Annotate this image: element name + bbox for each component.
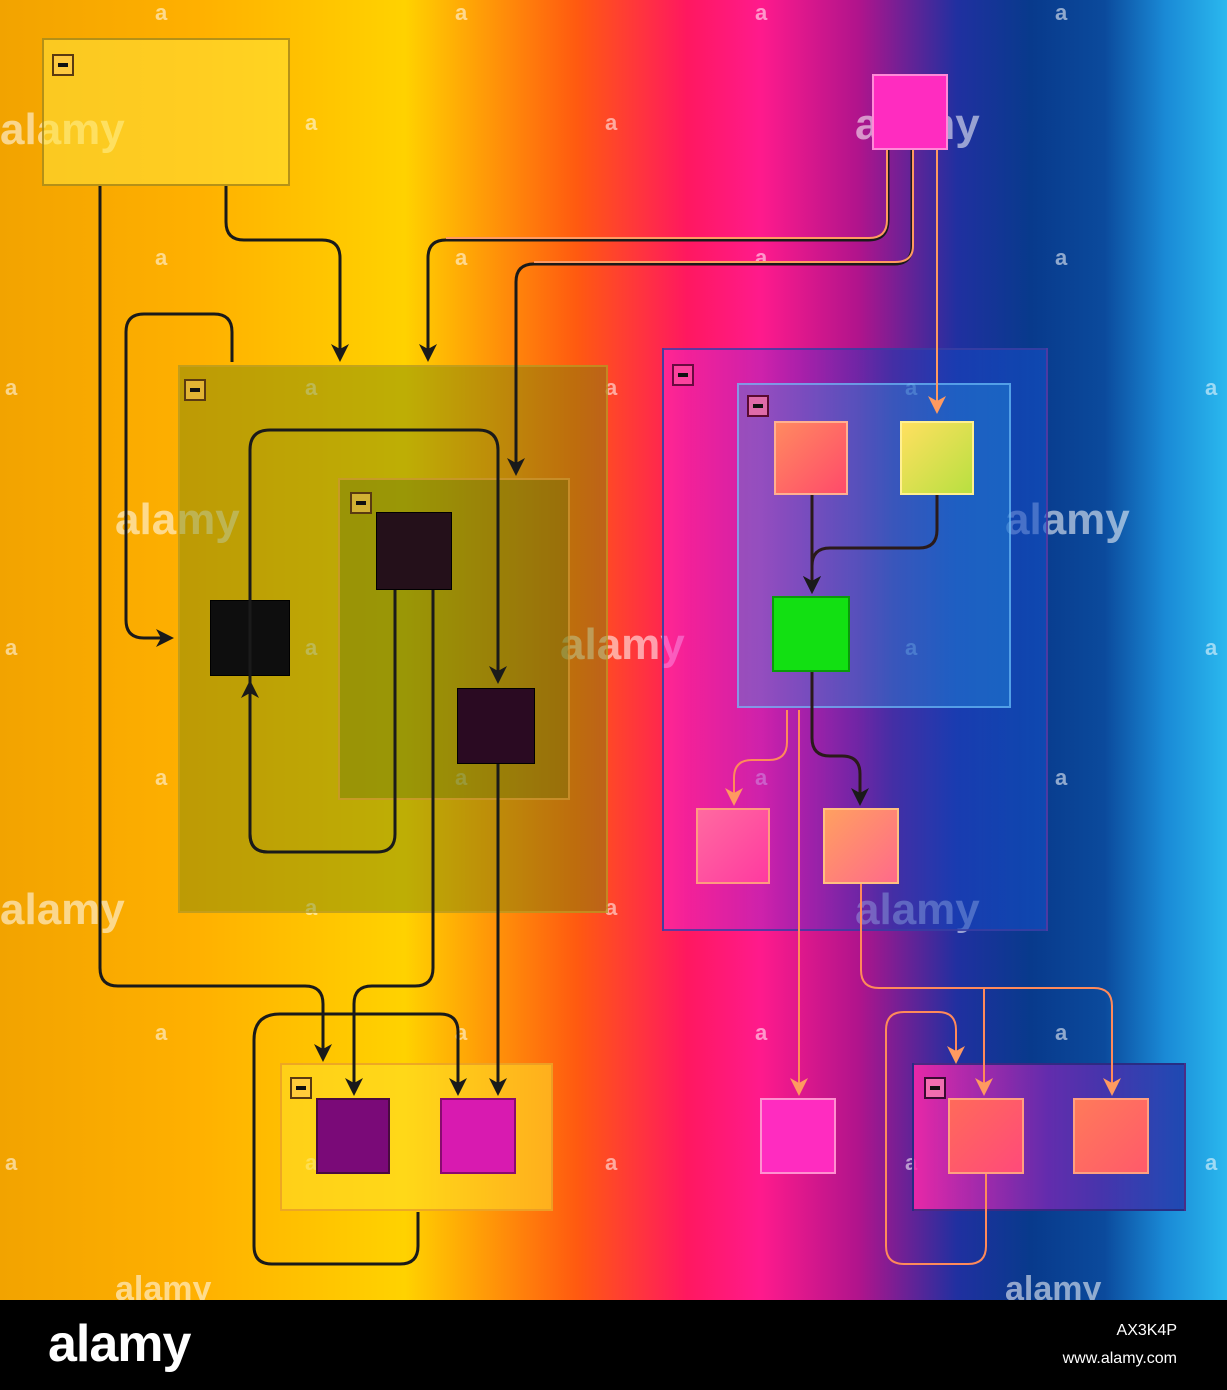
diagram-canvas: alamy alamy alamy alamy alamy alamy alam… (0, 0, 1227, 1300)
watermark-letter: a (5, 375, 18, 400)
watermark-letter: a (305, 895, 318, 920)
coral-node-right[interactable] (1073, 1098, 1149, 1174)
collapse-icon[interactable] (747, 395, 769, 417)
pink-node-left[interactable] (696, 808, 770, 884)
connector (885, 1011, 987, 1265)
connector (252, 1012, 467, 1210)
connector (507, 150, 914, 476)
footer-bar: alamy AX3K4P www.alamy.com (0, 1300, 1227, 1390)
connector (224, 186, 349, 362)
watermark-letter: a (305, 110, 318, 135)
watermark: alamy (115, 1270, 212, 1300)
top-source-node[interactable] (872, 74, 948, 150)
collapse-icon[interactable] (350, 492, 372, 514)
connector (419, 150, 890, 362)
connector (248, 428, 507, 854)
connector (345, 590, 435, 1096)
collapse-icon[interactable] (924, 1077, 946, 1099)
watermark-letter: a (1055, 245, 1068, 270)
connector (124, 312, 234, 647)
watermark-letter: a (755, 0, 768, 25)
watermark-letter: a (5, 1150, 18, 1175)
watermark-letter: a (1205, 1150, 1218, 1175)
orange-node-right[interactable] (823, 808, 899, 884)
watermark-letter: a (455, 245, 468, 270)
purple-node[interactable] (316, 1098, 390, 1174)
watermark-letter: a (155, 245, 168, 270)
salmon-node[interactable] (774, 421, 848, 495)
footer-url[interactable]: www.alamy.com (1062, 1350, 1177, 1367)
collapse-icon[interactable] (672, 364, 694, 386)
watermark-letter: a (305, 635, 318, 660)
connector (534, 150, 914, 263)
watermark-letter: a (155, 0, 168, 25)
footer-logo[interactable]: alamy (48, 1315, 191, 1373)
connectors (98, 150, 1121, 1266)
connector (725, 710, 788, 806)
watermark-letter: a (5, 635, 18, 660)
watermark-letter: a (155, 765, 168, 790)
watermark-letter: a (605, 110, 618, 135)
watermark-letter: a (155, 1020, 168, 1045)
dark-node-bottom[interactable] (457, 688, 535, 764)
image-id: AX3K4P (1116, 1322, 1177, 1339)
watermark-letter: a (1055, 0, 1068, 25)
watermark-letter: a (305, 375, 318, 400)
top-left-group[interactable] (42, 38, 290, 186)
watermark-letter: a (605, 895, 618, 920)
collapse-icon[interactable] (184, 379, 206, 401)
watermark-letter: a (455, 0, 468, 25)
connector (810, 672, 869, 806)
connector (803, 495, 939, 594)
watermark-letter: a (455, 765, 468, 790)
watermark: alamy (0, 885, 125, 934)
pink-standalone-node[interactable] (760, 1098, 836, 1174)
collapse-icon[interactable] (290, 1077, 312, 1099)
watermark: alamy (115, 495, 240, 544)
connector (252, 1210, 420, 1266)
watermark-letter: a (605, 375, 618, 400)
connector (446, 150, 888, 239)
watermark-letter: a (605, 1150, 618, 1175)
coral-node-left[interactable] (948, 1098, 1024, 1174)
watermark-letter: a (1055, 765, 1068, 790)
magenta-node[interactable] (440, 1098, 516, 1174)
watermark-letter: a (755, 1020, 768, 1045)
watermark-letter: a (1055, 1020, 1068, 1045)
collapse-icon[interactable] (52, 54, 74, 76)
connector (241, 590, 397, 854)
watermark-letter: a (1205, 635, 1218, 660)
connector (860, 884, 1121, 1096)
connector (98, 186, 332, 1062)
green-node[interactable] (772, 596, 850, 672)
yellow-node[interactable] (900, 421, 974, 495)
dark-node-top[interactable] (376, 512, 452, 590)
watermark: alamy (1005, 1270, 1102, 1300)
watermark-letter: a (1205, 375, 1218, 400)
